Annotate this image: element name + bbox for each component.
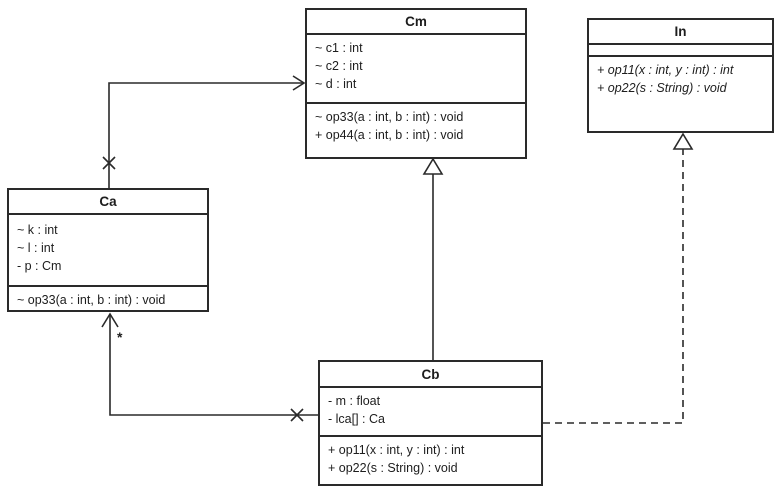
- operation: + op11(x : int, y : int) : int: [328, 443, 465, 457]
- class-cb-name: Cb: [320, 362, 541, 388]
- class-cm-attributes: ~ c1 : int ~ c2 : int ~ d : int: [307, 35, 525, 102]
- hollow-triangle-icon: [422, 157, 444, 175]
- open-arrowhead-icon: [101, 312, 119, 328]
- attribute: ~ c1 : int: [315, 41, 363, 55]
- class-ca-name: Ca: [9, 190, 207, 215]
- class-cm: Cm ~ c1 : int ~ c2 : int ~ d : int ~ op3…: [305, 8, 527, 159]
- attribute: ~ d : int: [315, 77, 357, 91]
- class-cb: Cb - m : float - lca[] : Ca + op11(x : i…: [318, 360, 543, 486]
- attribute: ~ l : int: [17, 241, 55, 255]
- interface-in: In + op11(x : int, y : int) : int + op22…: [587, 18, 774, 133]
- class-cb-operations: + op11(x : int, y : int) : int + op22(s …: [320, 435, 541, 481]
- non-navigable-x-icon: [290, 408, 304, 422]
- interface-in-name: In: [589, 20, 772, 45]
- class-ca-attributes: ~ k : int ~ l : int - p : Cm: [9, 215, 207, 285]
- hollow-triangle-icon: [672, 132, 694, 150]
- operation: ~ op33(a : int, b : int) : void: [17, 293, 166, 307]
- realization-cb-in-line: [543, 149, 684, 424]
- operation: + op44(a : int, b : int) : void: [315, 128, 464, 142]
- attribute: ~ k : int: [17, 223, 58, 237]
- operation: + op22(s : String) : void: [328, 461, 458, 475]
- class-cm-operations: ~ op33(a : int, b : int) : void + op44(a…: [307, 102, 525, 148]
- class-cb-attributes: - m : float - lca[] : Ca: [320, 388, 541, 435]
- operation: + op22(s : String) : void: [597, 81, 727, 95]
- class-ca-operations: ~ op33(a : int, b : int) : void: [9, 285, 207, 313]
- multiplicity-label: *: [117, 329, 123, 345]
- non-navigable-x-icon: [102, 156, 116, 170]
- interface-in-operations: + op11(x : int, y : int) : int + op22(s …: [589, 55, 772, 101]
- attribute: - lca[] : Ca: [328, 412, 385, 426]
- interface-in-attributes: [589, 45, 772, 55]
- association-ca-cm-line: [108, 82, 303, 188]
- class-cm-name: Cm: [307, 10, 525, 35]
- attribute: - p : Cm: [17, 259, 62, 273]
- attribute: ~ c2 : int: [315, 59, 363, 73]
- open-arrowhead-icon: [292, 75, 306, 91]
- attribute: - m : float: [328, 394, 381, 408]
- class-ca: Ca ~ k : int ~ l : int - p : Cm ~ op33(a…: [7, 188, 209, 312]
- association-cb-ca-line: [109, 315, 318, 416]
- operation: + op11(x : int, y : int) : int: [597, 63, 734, 77]
- operation: ~ op33(a : int, b : int) : void: [315, 110, 464, 124]
